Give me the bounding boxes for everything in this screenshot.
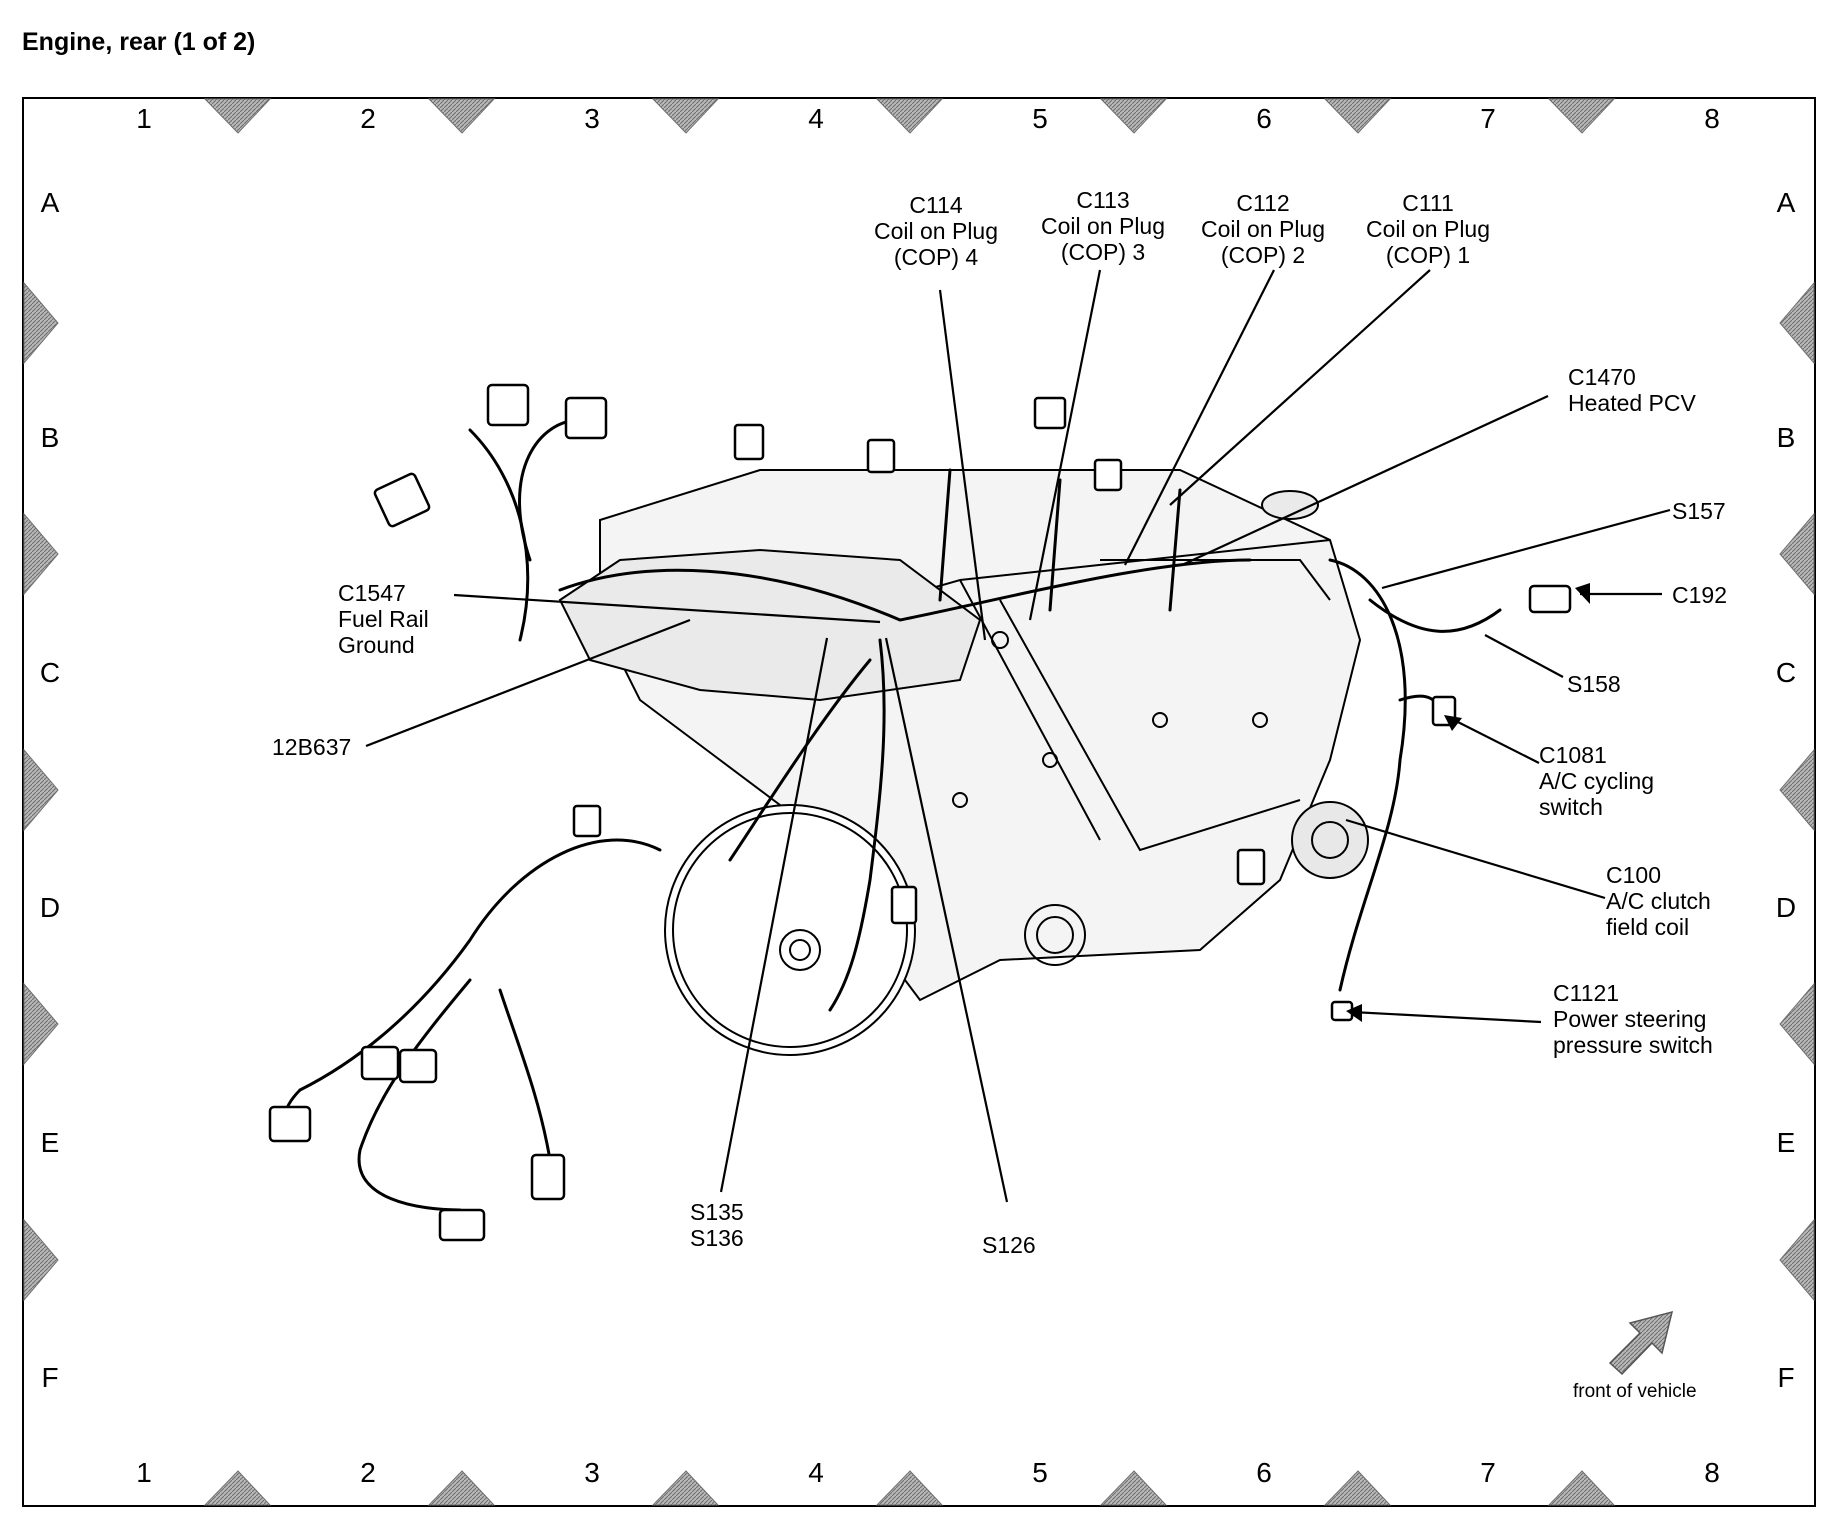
callout-s126: S126	[982, 1232, 1036, 1258]
grid-row-right-d: D	[1775, 892, 1797, 923]
grid-row-left-c: C	[39, 657, 61, 688]
grid-row-left-f: F	[41, 1362, 59, 1393]
arrowhead-c192	[1575, 583, 1590, 604]
grid-col-top-3: 3	[584, 103, 600, 134]
grid-row-right-c: C	[1775, 657, 1797, 688]
grid-row-right-b: B	[1776, 422, 1796, 453]
connectors	[268, 383, 1572, 1242]
leader-lines	[365, 269, 1671, 1203]
grid-row-left-d: D	[39, 892, 61, 923]
grid-col-bottom-2: 2	[360, 1457, 376, 1488]
grid-col-bottom-8: 8	[1704, 1457, 1720, 1488]
grid-col-top-1: 1	[136, 103, 152, 134]
grid-col-bottom-4: 4	[808, 1457, 824, 1488]
grid-col-top-8: 8	[1704, 103, 1720, 134]
callout-s157: S157	[1672, 498, 1726, 524]
arrow-icon	[1608, 1310, 1674, 1376]
grid-col-top-4: 4	[808, 103, 824, 134]
callout-s158: S158	[1567, 671, 1621, 697]
grid-col-bottom-6: 6	[1256, 1457, 1272, 1488]
grid-row-right-e: E	[1776, 1127, 1796, 1158]
grid-markers	[23, 98, 1815, 1506]
arrowhead-c1081	[1444, 715, 1462, 731]
grid-col-top-2: 2	[360, 103, 376, 134]
grid-row-left-b: B	[40, 422, 60, 453]
page-title: Engine, rear (1 of 2)	[22, 28, 256, 56]
grid-col-bottom-7: 7	[1480, 1457, 1496, 1488]
callout-12b637: 12B637	[272, 734, 352, 760]
grid-col-top-7: 7	[1480, 103, 1496, 134]
grid-row-right-a: A	[1776, 187, 1796, 218]
grid-row-left-e: E	[40, 1127, 60, 1158]
wiring-harness	[281, 418, 1502, 1212]
front-of-vehicle-label: front of vehicle	[1573, 1381, 1697, 1402]
diagram-frame	[22, 97, 1816, 1507]
engine-illustration	[558, 469, 1369, 1056]
grid-row-right-f: F	[1777, 1362, 1795, 1393]
arrowheads	[1346, 583, 1590, 1022]
grid-col-top-5: 5	[1032, 103, 1048, 134]
grid-col-bottom-1: 1	[136, 1457, 152, 1488]
grid-col-top-6: 6	[1256, 103, 1272, 134]
grid-row-left-a: A	[40, 187, 60, 218]
callout-c192: C192	[1672, 582, 1727, 608]
grid-col-bottom-3: 3	[584, 1457, 600, 1488]
arrowhead-c1121	[1346, 1004, 1362, 1022]
grid-col-bottom-5: 5	[1032, 1457, 1048, 1488]
